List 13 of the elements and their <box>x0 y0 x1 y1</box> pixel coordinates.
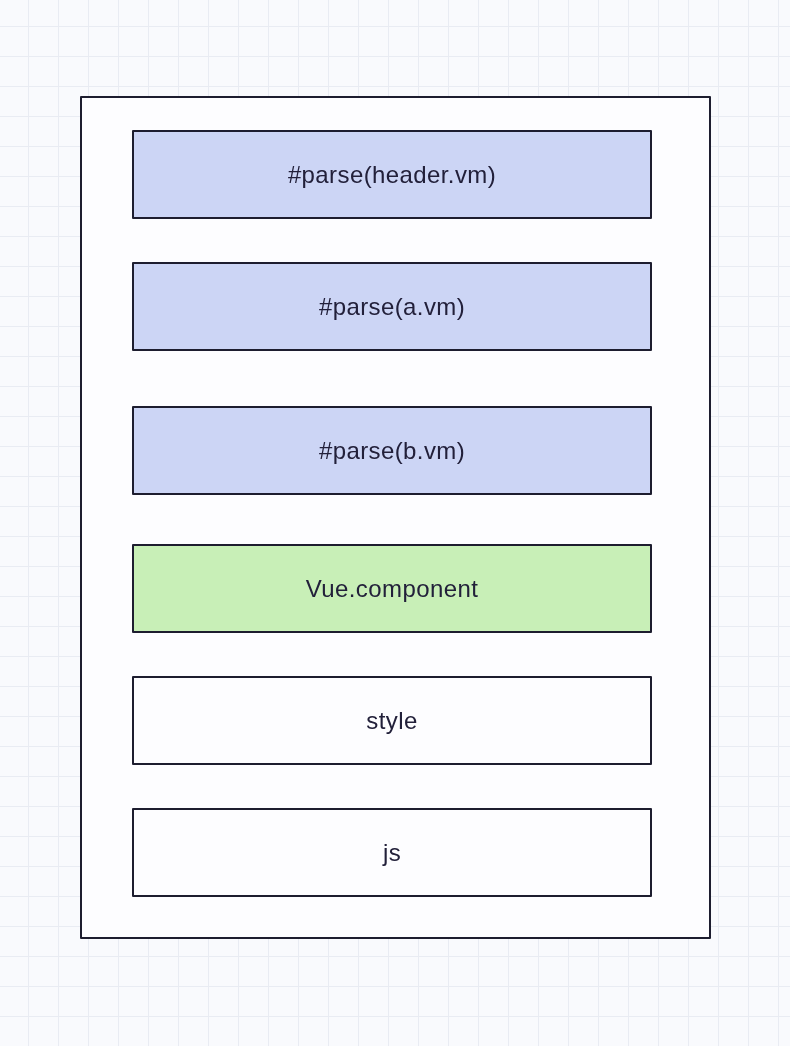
block-label: #parse(b.vm) <box>318 438 466 463</box>
template-block <box>132 544 652 633</box>
template-block <box>132 808 652 897</box>
block-label: style <box>366 708 418 733</box>
block-label: #parse(header.vm) <box>287 162 497 187</box>
template-block <box>132 676 652 765</box>
block-label: js <box>382 840 402 865</box>
container-box <box>80 96 711 939</box>
template-block <box>132 262 652 351</box>
template-block <box>132 130 652 219</box>
block-label: Vue.component <box>305 576 479 601</box>
template-block <box>132 406 652 495</box>
block-label: #parse(a.vm) <box>318 294 466 319</box>
